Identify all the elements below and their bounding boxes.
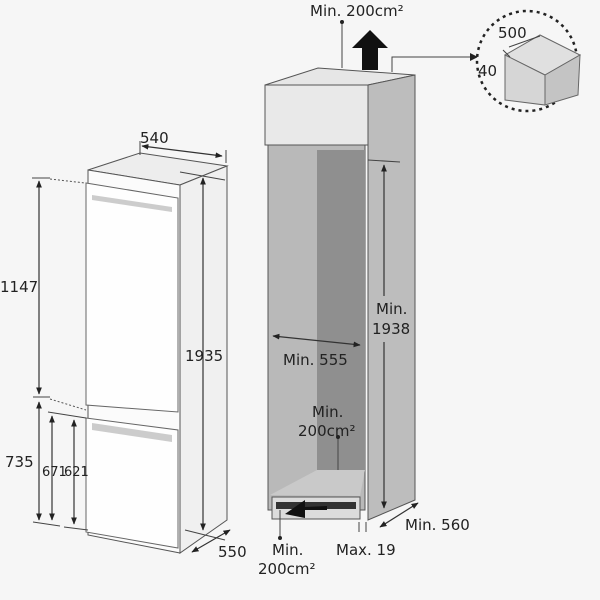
cabinet-dimension-lines (272, 20, 478, 540)
top-vent-label: Min. 200cm² (310, 2, 404, 20)
cabinet-depth-label: Min. 560 (405, 516, 470, 534)
fridge-621-label: 621 (64, 465, 89, 480)
fridge-lower-height-label: 735 (5, 453, 34, 471)
fridge-total-height-label: 1935 (185, 347, 223, 365)
vent-arrow-top-icon (352, 30, 388, 70)
fridge-upper-height-label: 1147 (0, 278, 38, 296)
plinth-gap-label: Max. 19 (336, 541, 396, 559)
fridge-illustration (85, 152, 229, 554)
cabinet-height-label-2: 1938 (372, 320, 410, 338)
inset-depth-label: 40 (478, 62, 497, 80)
vent-arrow-bottom-icon (285, 500, 327, 518)
cabinet-illustration (264, 67, 416, 521)
bottom-vent-label-2: 200cm² (258, 560, 316, 578)
fridge-depth-label: 550 (218, 543, 247, 561)
rear-vent-label-1: Min. (312, 403, 343, 421)
bottom-vent-label-1: Min. (272, 541, 303, 559)
cabinet-width-label: Min. 555 (283, 351, 348, 369)
fridge-width-label: 540 (140, 129, 169, 147)
inset-width-label: 500 (498, 24, 527, 42)
cabinet-height-label-1: Min. (376, 300, 407, 318)
rear-vent-label-2: 200cm² (298, 422, 356, 440)
detail-inset (475, 9, 582, 113)
fridge-dimension-lines (32, 141, 231, 553)
fridge-671-label: 671 (42, 465, 67, 480)
